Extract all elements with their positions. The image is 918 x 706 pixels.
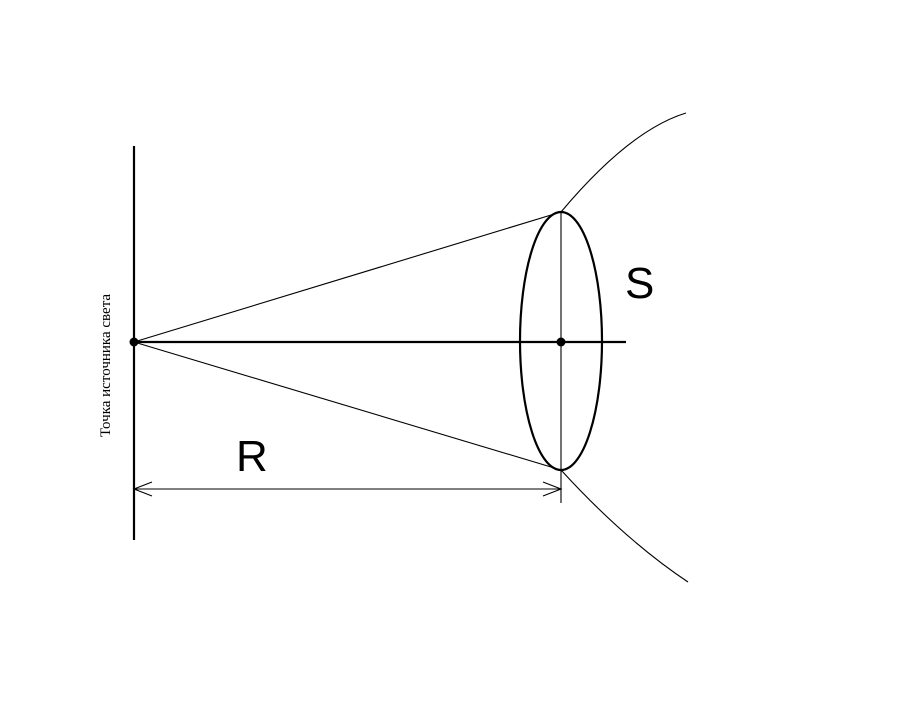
upper-diverging-curve — [560, 112, 687, 213]
lower-cone-ray — [133, 341, 562, 471]
left-arrow-head — [132, 481, 153, 497]
lower-diverging-curve — [560, 469, 689, 583]
surface-center-point — [556, 337, 566, 347]
light-source-point — [129, 337, 139, 347]
area-label: S — [625, 259, 654, 308]
right-arrow-head — [542, 481, 563, 497]
distance-label: R — [236, 432, 268, 481]
source-axis-label: Точка источника света — [98, 294, 114, 437]
upper-cone-ray — [133, 211, 562, 343]
